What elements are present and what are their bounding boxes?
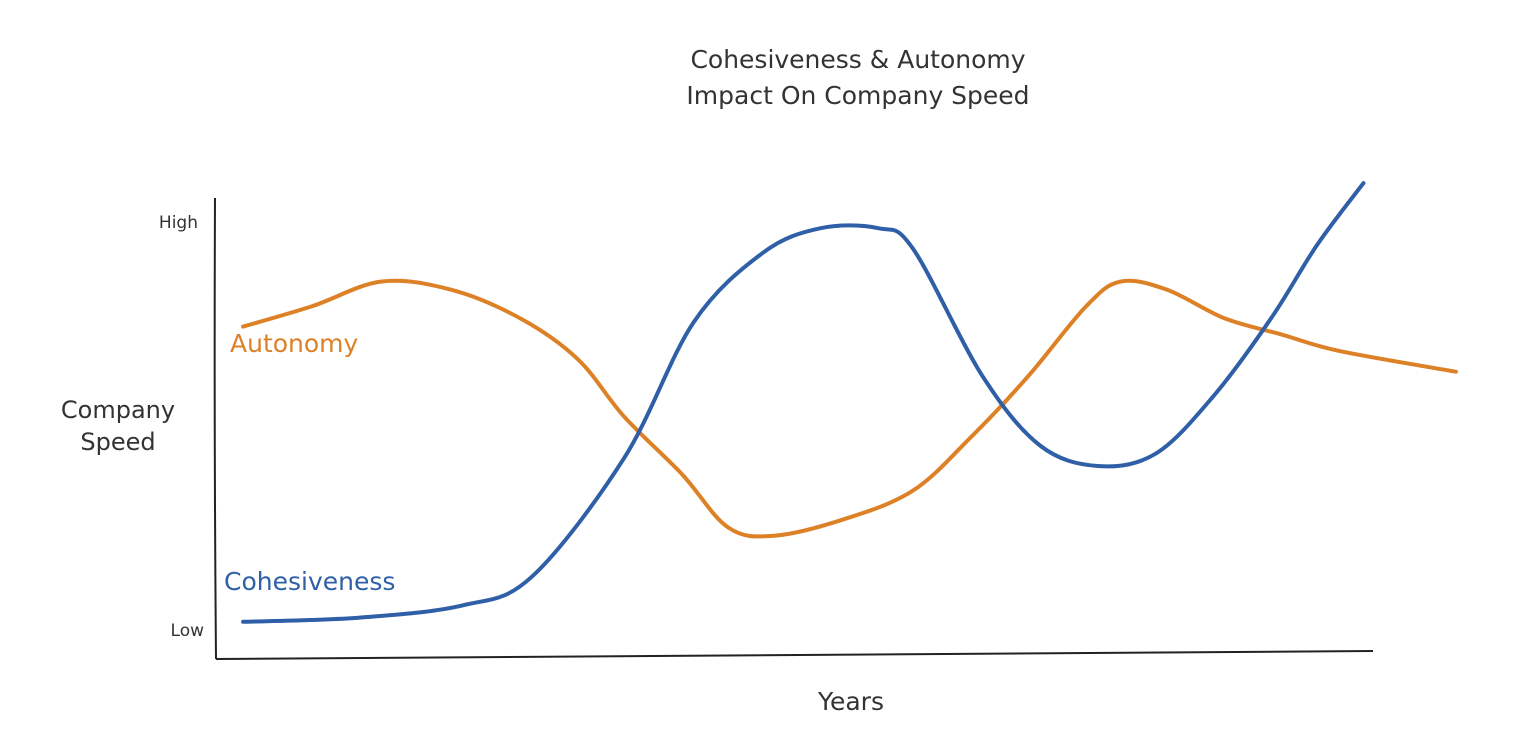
data-point-cohesiveness-11 [1038,444,1042,448]
data-point-cohesiveness-10 [980,374,984,378]
data-point-autonomy-3 [449,288,453,292]
data-point-cohesiveness-0 [241,620,245,624]
y-axis [213,197,217,660]
series-label-cohesiveness: Cohesiveness [224,567,395,596]
data-point-autonomy-8 [726,526,730,530]
chart-title: Cohesiveness & Autonomy [690,45,1025,74]
data-point-cohesiveness-12 [1096,464,1100,468]
series-label-autonomy: Autonomy [230,329,359,358]
data-point-cohesiveness-15 [1269,316,1273,320]
data-point-autonomy-14 [1084,304,1088,308]
data-point-cohesiveness-7 [819,226,823,230]
data-point-cohesiveness-16 [1315,243,1319,247]
data-point-cohesiveness-3 [530,575,534,579]
data-point-autonomy-16 [1165,288,1169,292]
data-point-cohesiveness-13 [1154,452,1158,456]
y-axis-label-line-1: Company [61,396,175,424]
data-point-autonomy-7 [680,472,684,476]
data-points [241,181,1458,624]
chart-subtitle: Impact On Company Speed [686,81,1029,110]
data-point-autonomy-11 [911,489,915,493]
data-point-cohesiveness-14 [1211,394,1215,398]
y-tick-label-high: High [159,213,198,233]
x-axis-label: Years [817,687,884,716]
data-point-autonomy-17 [1223,316,1227,320]
data-point-autonomy-5 [576,357,580,361]
data-point-cohesiveness-9 [911,247,915,251]
data-point-cohesiveness-8 [876,226,880,230]
series-line-cohesiveness [241,181,1366,624]
series-line-autonomy [241,278,1458,539]
data-point-autonomy-2 [380,280,384,284]
data-point-cohesiveness-1 [357,616,361,620]
x-axis [215,650,1374,660]
data-point-autonomy-10 [842,517,846,521]
data-point-autonomy-6 [622,415,626,419]
data-point-autonomy-19 [1338,349,1342,353]
y-tick-label-low: Low [171,621,205,641]
data-point-autonomy-1 [310,304,314,308]
data-point-autonomy-13 [1027,374,1031,378]
data-point-cohesiveness-2 [461,603,465,607]
data-point-autonomy-20 [1454,370,1458,374]
y-axis-label-line-2: Speed [80,428,155,456]
data-point-cohesiveness-17 [1362,181,1366,185]
data-point-cohesiveness-6 [761,251,765,255]
data-point-autonomy-12 [969,435,973,439]
data-point-cohesiveness-5 [692,321,696,325]
data-point-autonomy-15 [1119,280,1123,284]
data-point-autonomy-0 [241,325,245,329]
data-point-cohesiveness-4 [622,456,626,460]
data-point-autonomy-9 [772,534,776,538]
data-point-autonomy-4 [518,316,522,320]
data-point-autonomy-18 [1281,333,1285,337]
